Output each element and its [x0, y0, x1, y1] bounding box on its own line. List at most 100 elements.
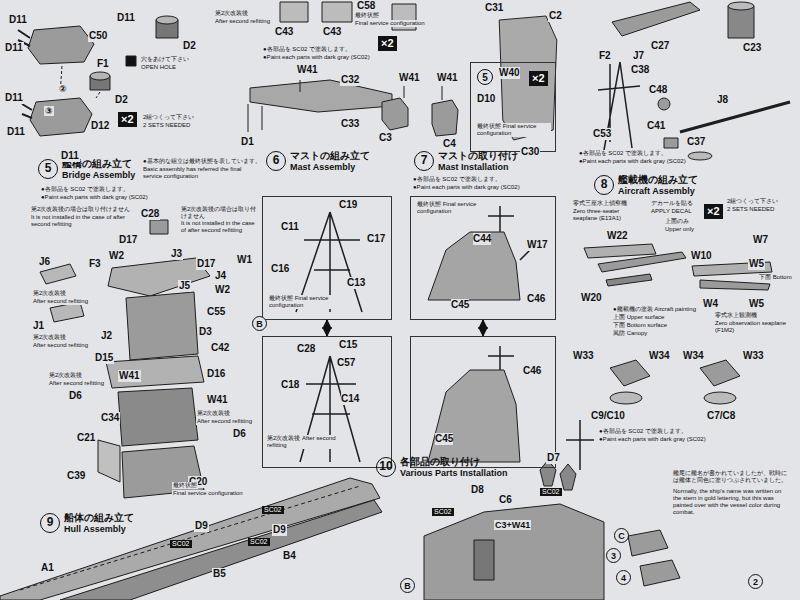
note-text: SC02: [170, 540, 192, 548]
step-number: 5: [38, 159, 58, 179]
cylinder-part: [728, 6, 754, 38]
catapult-base: [704, 392, 736, 404]
note-text: 風防 Canopy: [612, 330, 648, 337]
part-number: B4: [282, 550, 297, 562]
part-number: J3: [170, 248, 183, 260]
note-text: 最終状態: [354, 12, 380, 19]
note-text: Final service configuration: [354, 20, 426, 27]
part-number: C15: [339, 339, 357, 351]
part-number: W34: [648, 350, 671, 362]
part-number: C34: [100, 412, 120, 424]
step-title: Aircraft Assembly: [618, 186, 698, 196]
part-number: C58: [356, 0, 376, 12]
funnel-part: [474, 540, 494, 580]
part-number: W41: [296, 64, 319, 76]
box-part: [322, 2, 352, 22]
part-number: D8: [470, 484, 485, 496]
note-text: 2 SETS NEEDED: [726, 206, 775, 213]
part-number: C3: [378, 132, 393, 144]
part-number: D6: [232, 428, 247, 440]
box-part: [382, 98, 408, 130]
part-number: C13: [347, 277, 365, 289]
note-text: SC02: [248, 538, 270, 546]
cone-part: [560, 464, 576, 490]
part-number: D2: [114, 94, 129, 106]
part-number: W2: [214, 284, 231, 296]
bridge-block: [118, 388, 198, 446]
note-text: 零式三座水上偵察機: [572, 200, 628, 207]
step-header: 8艦載機の組み立てAircraft Assembly: [594, 174, 698, 196]
part-number: ②: [58, 84, 68, 94]
turret-part: [640, 560, 680, 586]
note-text: 第2次改装後: [32, 334, 67, 341]
bridge-deck: [106, 356, 204, 388]
part-number: W33: [572, 350, 595, 362]
part-number: J4: [214, 270, 227, 282]
part-number: C53: [592, 128, 612, 140]
part-number: D7: [546, 452, 561, 464]
step-title: Mast Assembly: [290, 162, 370, 172]
part-number: J8: [716, 94, 729, 106]
step-title-group: マストの組み立てMast Assembly: [290, 150, 370, 172]
part-number: C21: [76, 432, 96, 444]
bridge-deck: [108, 258, 210, 296]
part-number: W22: [606, 230, 629, 242]
yard-part: [680, 102, 790, 132]
part-number: W33: [742, 350, 765, 362]
note-text: 最終状態 Final service configuration: [417, 201, 489, 215]
note-text: 第2次改装後: [32, 290, 67, 297]
pin-part: [248, 80, 442, 132]
note-text: SC02: [540, 488, 562, 496]
aircraft-body: [700, 280, 770, 290]
part-number: C16: [271, 263, 289, 275]
part-number: C44: [473, 233, 491, 245]
part-number: 3: [606, 548, 621, 563]
note-text: ●基本的な組立は最終状態を表しています。: [142, 158, 262, 165]
part-number: C7/C8: [706, 410, 736, 422]
fitting-part: [664, 138, 678, 148]
part-number: C: [614, 528, 629, 543]
step-title-group: 各部品の取り付けVarious Parts Installation: [400, 456, 508, 478]
part-number: C55: [206, 306, 226, 318]
part-number: D6: [68, 390, 83, 402]
part-number: D11: [6, 126, 26, 138]
note-text: ●各部品を SC02 で塗装します。: [598, 428, 688, 435]
bridge-side: [98, 440, 120, 482]
note-text: SC02: [432, 508, 454, 516]
note-text: 2組つくって下さい: [142, 114, 195, 121]
part-number: C4: [442, 138, 457, 150]
note-text: 艦尾に艦名が書かれていましたが、戦時には艦体と同色に塗りつぶされていました。: [672, 470, 792, 484]
part-number: 4: [616, 570, 631, 585]
box-part: [432, 100, 458, 136]
step-header: 6マストの組み立てMast Assembly: [266, 150, 370, 172]
part-number: C37: [686, 136, 706, 148]
cylinder-top: [728, 2, 754, 10]
count-badge: ×2: [529, 71, 548, 86]
fitting-part: [658, 98, 670, 110]
part-number: B5: [212, 568, 227, 580]
part-number: D3: [198, 326, 213, 338]
inset-frame: C28C15C57C18C14第2次改装後 After second refit…: [262, 336, 392, 468]
step-header: 10各部品の取り付けVarious Parts Installation: [376, 456, 508, 478]
part-number: C9/C10: [590, 410, 626, 422]
count-badge: ×2: [118, 112, 137, 127]
part-number: W41: [436, 72, 459, 84]
cylinder-top: [156, 16, 178, 24]
step-title: Various Parts Installation: [400, 468, 508, 478]
note-text: 上面 Upper surface: [612, 314, 665, 321]
note-text: Zero observation seaplane (F1M2): [714, 320, 796, 334]
part-number: J7: [632, 50, 645, 62]
turret-part: [28, 26, 94, 64]
part-number: C43: [322, 26, 342, 38]
part-number: W20: [580, 292, 603, 304]
part-number: C11: [281, 221, 299, 233]
note-text: After second refitting: [32, 298, 89, 305]
step-title: Mast Installation: [438, 162, 518, 172]
part-number: 2: [748, 574, 763, 589]
note-text: ●Paint each parts with dark gray (SC02): [262, 54, 371, 61]
aircraft-body: [598, 252, 686, 272]
note-text: It is not installed in the case of after…: [30, 214, 128, 228]
part-number: C28: [140, 208, 160, 220]
step-title: Bridge Assembly: [62, 170, 135, 180]
